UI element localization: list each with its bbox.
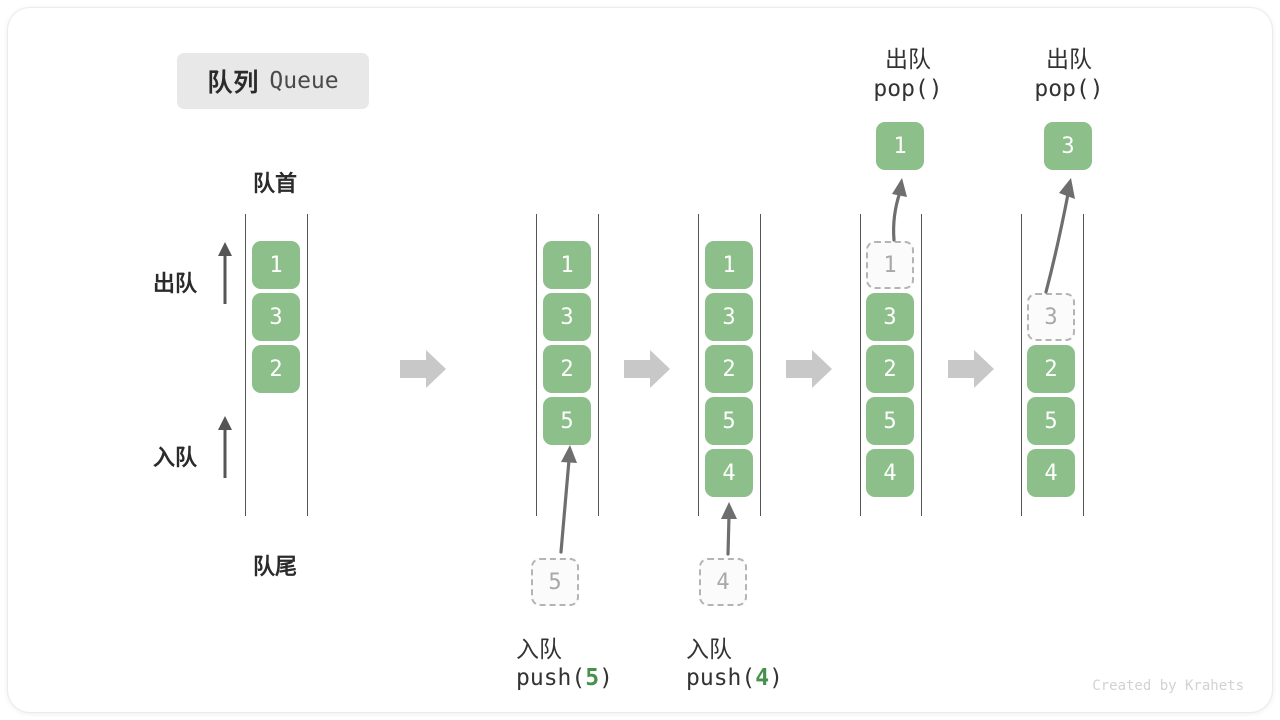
- popped-item: 3: [1044, 122, 1092, 170]
- push-5-ghost-item: 5: [531, 558, 579, 606]
- queue-item: 5: [866, 397, 914, 445]
- queue-item: 3: [866, 293, 914, 341]
- column-2-rail-left: [536, 214, 537, 516]
- pop-3-code: pop(): [1034, 76, 1104, 102]
- queue-item: 3: [705, 293, 753, 341]
- column-3-rail-left: [698, 214, 699, 516]
- queue-head-label: 队首: [252, 171, 298, 196]
- dequeue-direction-label: 出队: [153, 271, 198, 296]
- pop-3-label: 出队: [1046, 46, 1092, 72]
- step-arrow-icon: [624, 350, 670, 388]
- diagram-card: 队列 Queue 队首 队尾 出队 入队 1 3 2 1 3: [8, 8, 1272, 712]
- queue-item: 4: [705, 449, 753, 497]
- column-4-rail-right: [921, 214, 922, 516]
- pop-1-arrow: [892, 178, 907, 242]
- push-5-code-value: 5: [585, 665, 600, 691]
- queue-item: 2: [866, 345, 914, 393]
- push-5-label: 入队: [516, 636, 562, 662]
- push-5-code: push(5): [516, 665, 613, 691]
- column-3-rail-right: [760, 214, 761, 516]
- pop-3-arrow: [1044, 178, 1075, 294]
- push-4-ghost-item: 4: [699, 558, 747, 606]
- column-5-rail-left: [1021, 214, 1022, 516]
- push-5-code-prefix: push(: [516, 665, 586, 691]
- diagram-title-badge: 队列 Queue: [177, 53, 369, 109]
- column-2-rail-right: [598, 214, 599, 516]
- title-chinese: 队列: [207, 69, 260, 97]
- pop-1-code: pop(): [873, 76, 943, 102]
- popped-ghost-item: 1: [866, 241, 914, 289]
- watermark: Created by Krahets: [1092, 678, 1244, 694]
- dequeue-direction-arrow: [218, 242, 232, 304]
- push-5-arrow: [559, 445, 577, 554]
- title-english: Queue: [269, 68, 339, 94]
- queue-item: 5: [543, 397, 591, 445]
- column-1-rail-right: [307, 214, 308, 516]
- popped-ghost-item: 3: [1027, 293, 1075, 341]
- column-1-rail-left: [245, 214, 246, 516]
- queue-item: 1: [705, 241, 753, 289]
- queue-item: 5: [1027, 397, 1075, 445]
- queue-item: 3: [543, 293, 591, 341]
- enqueue-direction-label: 入队: [153, 445, 198, 470]
- push-4-code-suffix: ): [769, 665, 783, 691]
- step-arrow-icon: [400, 350, 446, 388]
- queue-tail-label: 队尾: [252, 554, 298, 579]
- enqueue-direction-arrow: [218, 416, 232, 478]
- pop-1-label: 出队: [885, 46, 931, 72]
- queue-item: 2: [1027, 345, 1075, 393]
- step-arrow-icon: [948, 350, 994, 388]
- push-4-arrow: [721, 502, 737, 556]
- push-4-code-value: 4: [755, 665, 770, 691]
- column-5-rail-right: [1083, 214, 1084, 516]
- push-5-code-suffix: ): [599, 665, 613, 691]
- queue-item: 2: [543, 345, 591, 393]
- queue-item: 5: [705, 397, 753, 445]
- queue-item: 4: [866, 449, 914, 497]
- push-4-label: 入队: [686, 636, 732, 662]
- queue-item: 3: [252, 293, 300, 341]
- popped-item: 1: [876, 122, 924, 170]
- push-4-code: push(4): [686, 665, 783, 691]
- column-4-rail-left: [860, 214, 861, 516]
- queue-item: 2: [252, 345, 300, 393]
- queue-item: 1: [252, 241, 300, 289]
- step-arrow-icon: [786, 350, 832, 388]
- queue-item: 4: [1027, 449, 1075, 497]
- push-4-code-prefix: push(: [686, 665, 756, 691]
- queue-item: 1: [543, 241, 591, 289]
- queue-item: 2: [705, 345, 753, 393]
